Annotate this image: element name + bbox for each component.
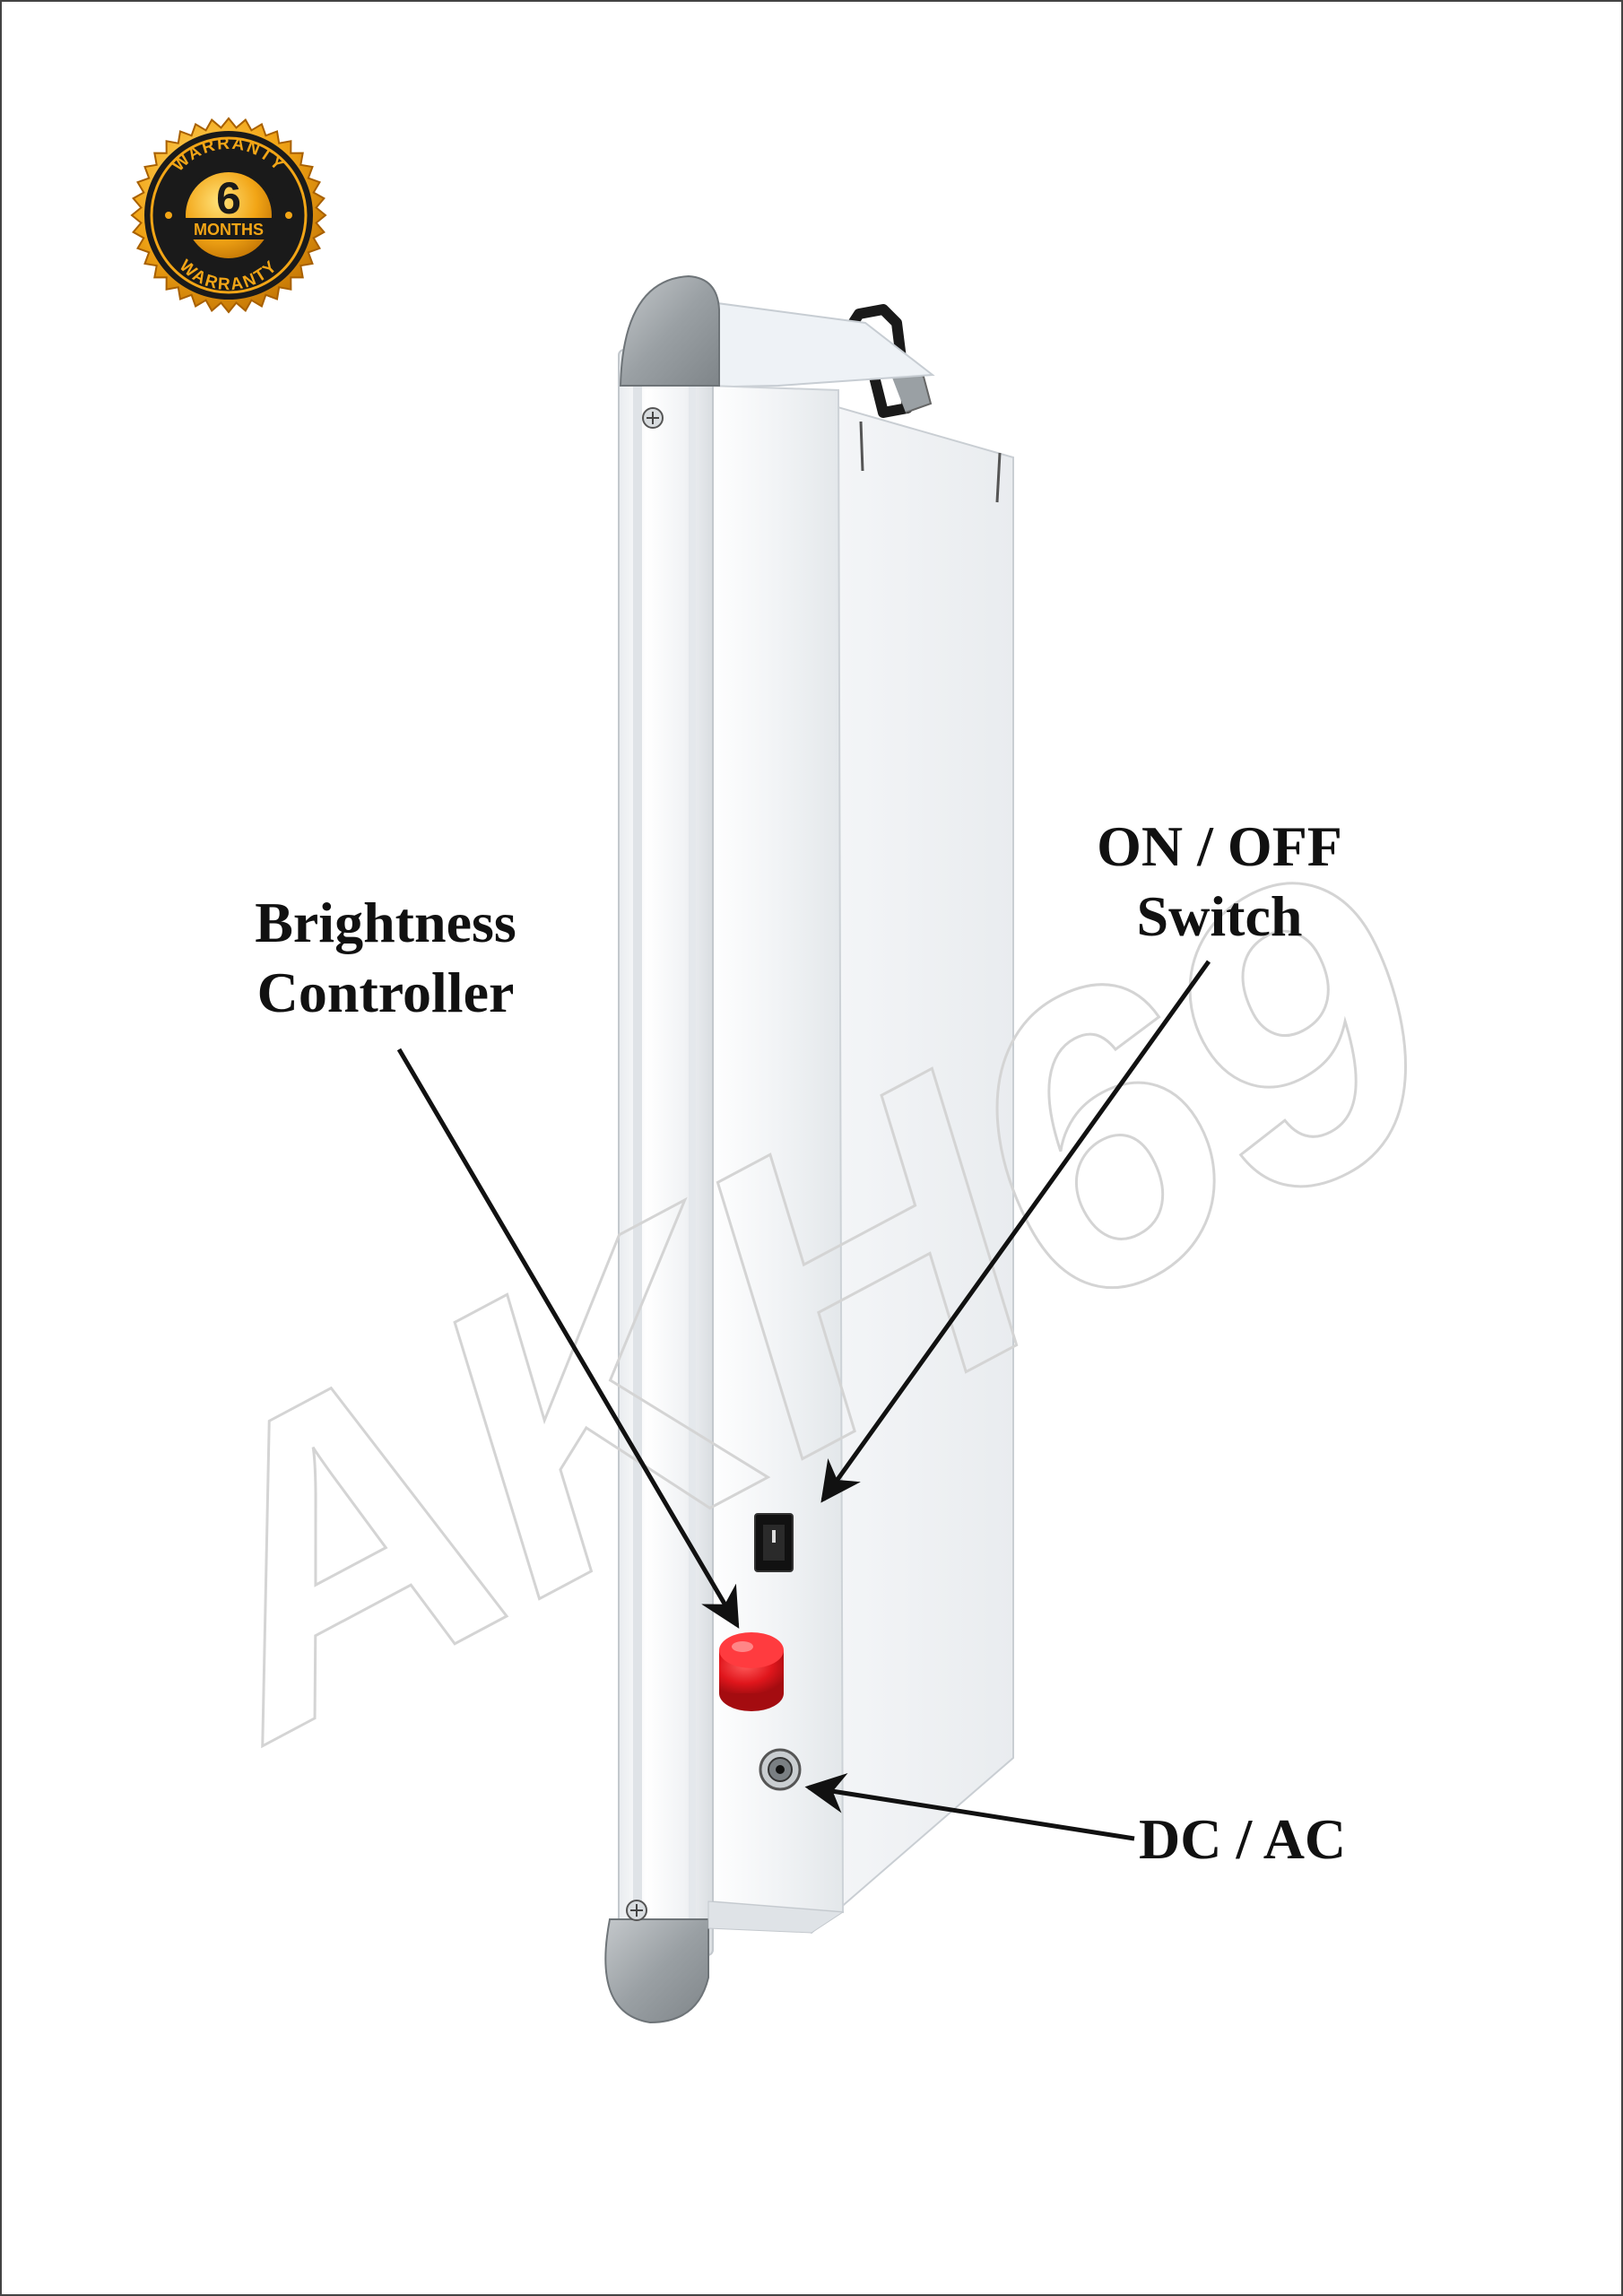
brightness-arrow: [396, 1048, 740, 1629]
warranty-badge: 6 MONTHS WARRANTY WARRANTY: [130, 117, 327, 314]
bottom-corner-cap: [604, 1918, 709, 2024]
on-off-switch[interactable]: [754, 1513, 794, 1572]
brightness-knob[interactable]: [719, 1632, 784, 1711]
top-corner-cap: [619, 274, 720, 387]
brightness-controller-label: Brightness Controller: [215, 888, 556, 1028]
label-line: ON / OFF: [1097, 814, 1342, 878]
on-off-switch-label: ON / OFF Switch: [1058, 812, 1381, 952]
badge-unit: MONTHS: [194, 221, 264, 239]
screw-icon: [642, 407, 664, 429]
label-line: Switch: [1136, 884, 1303, 949]
dc-ac-label: DC / AC: [1139, 1805, 1408, 1874]
dc-jack-port[interactable]: [759, 1748, 802, 1791]
badge-number: 6: [216, 173, 241, 223]
label-line: Controller: [256, 961, 515, 1025]
onoff-arrow: [820, 960, 1211, 1503]
label-line: Brightness: [255, 891, 516, 954]
dcac-arrow: [804, 1773, 1135, 1841]
label-line: DC / AC: [1139, 1807, 1347, 1871]
screw-icon: [626, 1900, 647, 1921]
